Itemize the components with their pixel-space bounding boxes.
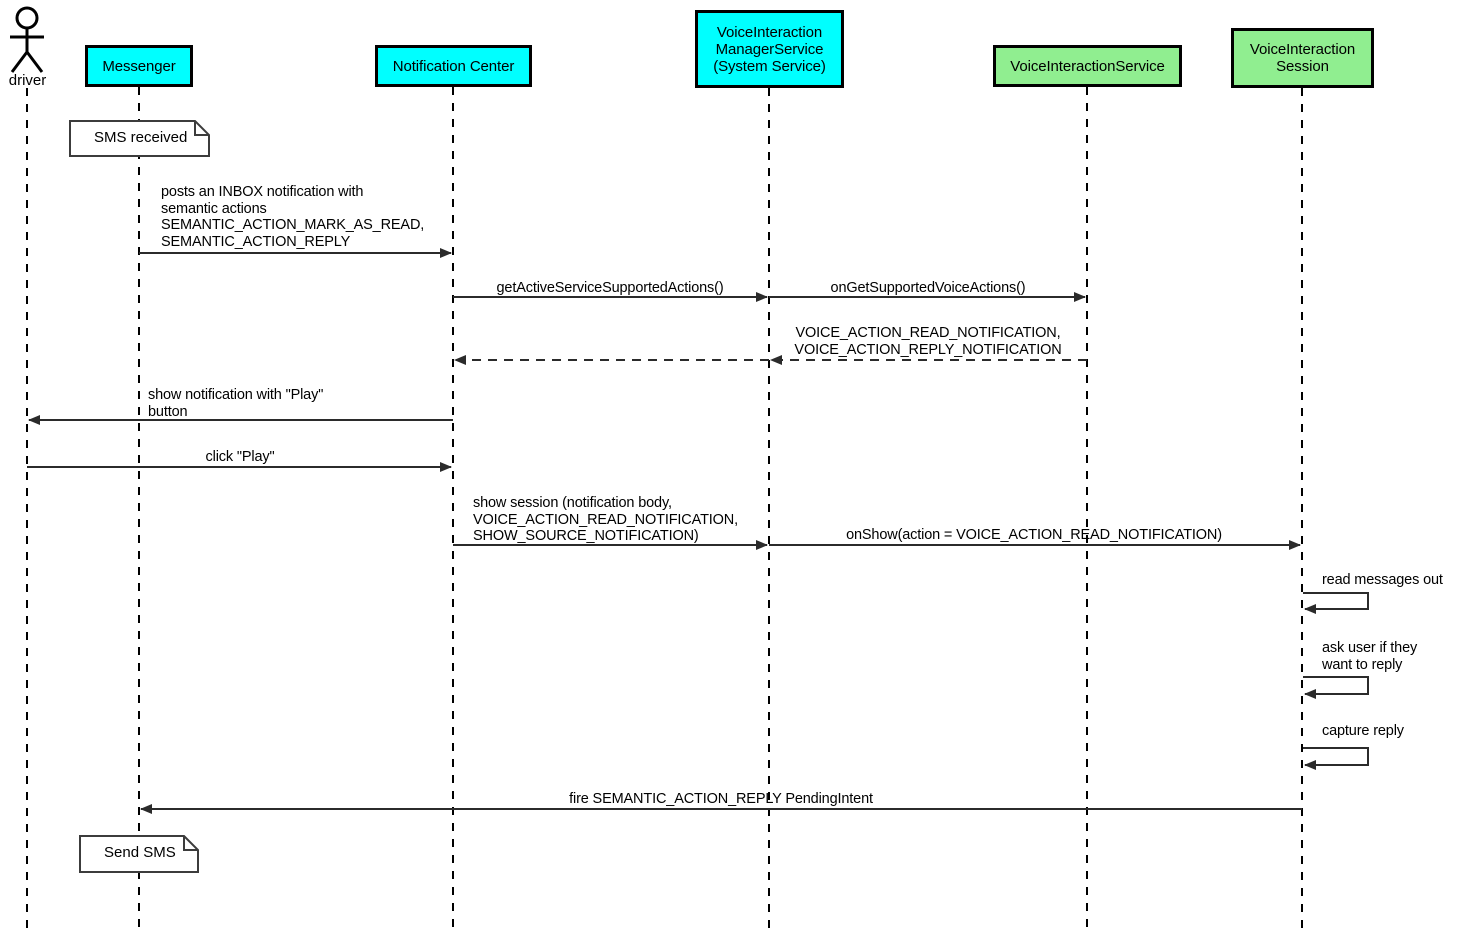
participant-label: Messenger xyxy=(102,57,176,75)
message-label-msg-on-show: onShow(action = VOICE_ACTION_READ_NOTIFI… xyxy=(846,527,1222,543)
note-fold-corner xyxy=(194,121,209,136)
note-label-note-send-sms: Send SMS xyxy=(104,844,176,861)
participant-label: Notification Center xyxy=(392,57,515,75)
message-label-msg-fire-semantic-action-reply-pending-intent: fire SEMANTIC_ACTION_REPLY PendingIntent xyxy=(569,791,873,807)
participant-box-voice-interaction-service[interactable]: VoiceInteractionService xyxy=(993,45,1182,87)
self-message-arrow-self-msg-ask-user-reply xyxy=(1303,676,1369,699)
message-label-msg-return-voice-actions-to-manager: VOICE_ACTION_READ_NOTIFICATION, VOICE_AC… xyxy=(794,325,1062,358)
self-message-label-self-msg-ask-user-reply: ask user if they want to reply xyxy=(1322,640,1418,673)
participant-label: VoiceInteraction Session xyxy=(1249,41,1356,75)
note-label-note-sms-received: SMS received xyxy=(94,128,188,146)
participant-box-notification-center[interactable]: Notification Center xyxy=(375,45,532,87)
participant-box-voice-interaction-manager-service[interactable]: VoiceInteraction ManagerService (System … xyxy=(695,10,844,88)
participant-box-messenger[interactable]: Messenger xyxy=(85,45,193,87)
message-label-msg-on-get-supported-voice-actions: onGetSupportedVoiceActions() xyxy=(830,280,1026,296)
self-message-label-self-msg-capture-reply: capture reply xyxy=(1322,723,1404,739)
note-fold-corner xyxy=(183,836,198,851)
self-message-arrow-self-msg-capture-reply xyxy=(1303,747,1369,770)
note-shapes-group xyxy=(69,120,210,873)
participant-label: VoiceInteractionService xyxy=(1010,57,1165,75)
driver-actor-icon xyxy=(10,6,44,73)
message-label-msg-show-notification-with-play-button: show notification with "Play" button xyxy=(148,387,324,420)
note-shape-note-send-sms xyxy=(79,835,199,873)
message-arrows-group xyxy=(27,248,1302,814)
message-label-msg-click-play: click "Play" xyxy=(205,449,275,465)
note-shape-note-sms-received xyxy=(69,120,210,157)
message-label-msg-show-session: show session (notification body, VOICE_A… xyxy=(473,495,738,544)
message-label-msg-post-inbox-notification: posts an INBOX notification with semanti… xyxy=(161,184,425,250)
self-message-arrows-group xyxy=(1303,592,1369,770)
lifelines-group xyxy=(26,87,1303,929)
self-message-label-self-msg-read-messages-out: read messages out xyxy=(1322,572,1443,588)
participant-label: VoiceInteraction ManagerService (System … xyxy=(713,23,826,75)
message-label-msg-get-active-service-supported-actions: getActiveServiceSupportedActions() xyxy=(496,280,724,296)
self-message-arrow-self-msg-read-messages-out xyxy=(1303,592,1369,614)
driver-actor-label: driver xyxy=(8,72,47,89)
participant-box-voice-interaction-session[interactable]: VoiceInteraction Session xyxy=(1231,28,1374,88)
